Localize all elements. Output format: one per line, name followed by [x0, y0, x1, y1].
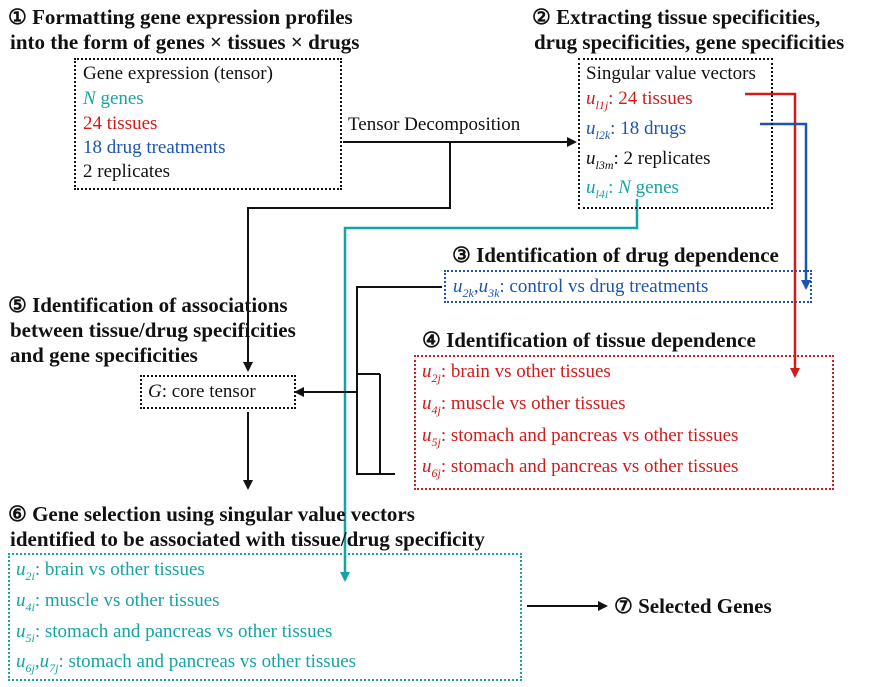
gene-expression-tensor-box: [74, 58, 342, 190]
drug-dependence-box: [444, 270, 812, 303]
box1-replicates: 2 replicates: [83, 161, 171, 182]
box1-drugs: 18 drug treatments: [83, 137, 226, 158]
to-core-tensor-arrow: [243, 142, 451, 372]
tissue-row-stomach-pancreas-6: u6j: stomach and pancreas vs other tissu…: [422, 456, 739, 480]
drug-specificity-arrow: [760, 122, 811, 290]
step7-heading: ⑦ Selected Genes: [614, 594, 772, 618]
box1-genes: N genes: [83, 88, 144, 109]
box2-title: Singular value vectors: [586, 63, 756, 84]
step6-heading-line2: identified to be associated with tissue/…: [10, 527, 485, 551]
tissue-row-brain: u2j: brain vs other tissues: [422, 361, 611, 385]
tensor-decomposition-label: Tensor Decomposition: [348, 114, 521, 135]
tissue-dependence-box: [414, 355, 834, 490]
step2-heading-line2: drug specificities, gene specificities: [534, 30, 845, 54]
step4-heading: ④ Identification of tissue dependence: [422, 328, 756, 352]
tissue-row-stomach-pancreas-5: u5j: stomach and pancreas vs other tissu…: [422, 425, 739, 449]
box1-tissues: 24 tissues: [83, 113, 158, 134]
step1-heading: ① Formatting gene expression profiles: [8, 5, 353, 29]
gene-specificity-arrow: [340, 199, 639, 582]
singular-value-vectors-box: [578, 58, 773, 209]
dependence-bracket: [356, 286, 442, 475]
box1-title: Gene expression (tensor): [83, 63, 273, 84]
step2-heading: ② Extracting tissue specificities,: [532, 5, 821, 29]
core-tensor-box: [140, 375, 296, 409]
box2-drug-vector: ul2k: 18 drugs: [586, 118, 687, 142]
gene-row-muscle: u4i: muscle vs other tissues: [16, 590, 220, 614]
box2-replicate-vector: ul3m: 2 replicates: [586, 148, 711, 172]
tissue-row-muscle: u4j: muscle vs other tissues: [422, 393, 626, 417]
step5-heading-line2: between tissue/drug specificities: [10, 318, 296, 342]
step5-heading: ⑤ Identification of associations: [8, 293, 288, 317]
box2-gene-vector: ul4i: N genes: [586, 177, 679, 201]
box2-tissue-vector: ul1j: 24 tissues: [586, 88, 693, 112]
step5-heading-line3: and gene specificities: [10, 343, 198, 367]
tissue-specificity-arrow: [745, 92, 800, 378]
step1-heading-line2: into the form of genes × tissues × drugs: [10, 30, 360, 54]
core-tensor-label: G: core tensor: [148, 381, 256, 402]
step3-heading: ③ Identification of drug dependence: [452, 243, 779, 267]
gene-row-brain: u2i: brain vs other tissues: [16, 559, 205, 583]
gene-row-stomach-pancreas-67: u6j,u7j: stomach and pancreas vs other t…: [16, 651, 357, 675]
gene-selection-box: [8, 553, 522, 681]
drug-dependence-row: u2k,u3k: control vs drug treatments: [453, 276, 709, 300]
step6-heading: ⑥ Gene selection using singular value ve…: [8, 502, 415, 526]
gene-row-stomach-pancreas-5: u5i: stomach and pancreas vs other tissu…: [16, 621, 333, 645]
